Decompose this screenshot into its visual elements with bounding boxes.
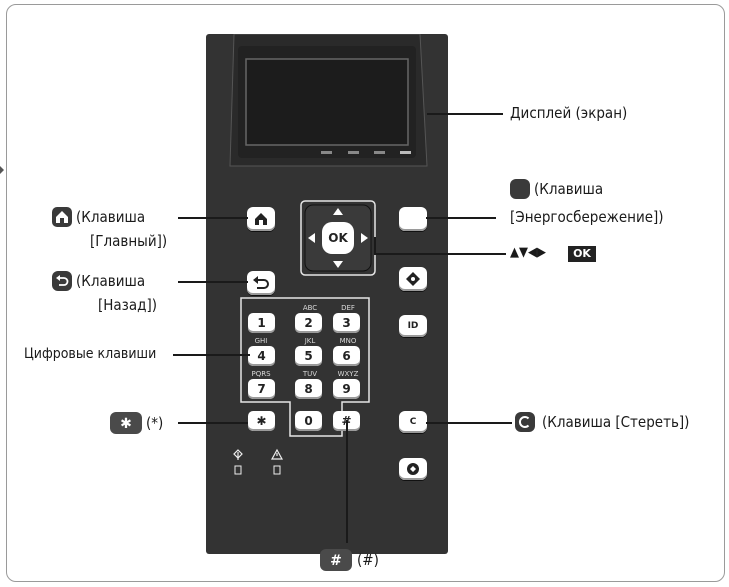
error-warning-icon [270,448,284,460]
energy-saver-key[interactable] [399,207,427,231]
key-3-letters: DEF [341,304,355,312]
nav-leader-line-v [374,237,376,254]
display-led-1 [321,151,332,154]
error-indicator-lamp [273,465,281,475]
clear-label: (Клавиша [Стереть]) [542,413,690,431]
side-marker-arrow [0,166,4,174]
diamond-icon [406,272,420,286]
key-0[interactable]: 0 [295,411,322,431]
display-led-2 [348,151,359,154]
menu-key[interactable] [399,267,427,291]
hash-leader-line [346,420,348,543]
key-6-letters: MNO [339,337,357,345]
clear-label-icon [515,412,535,432]
svg-text:#: # [330,553,342,569]
numeric-keypad-outline [240,297,370,437]
ok-key[interactable]: OK [328,231,348,245]
clear-leader-line [426,422,512,424]
display-assembly [229,34,428,167]
clear-key-label: C [409,417,417,427]
nav-right-arrow[interactable] [361,233,368,243]
home-label-line2: [Главный]) [90,232,168,250]
key-4[interactable]: 4 [248,346,275,366]
data-indicator-icon [233,449,243,460]
display-leader-line [427,113,503,115]
home-icon [56,211,68,223]
key-1[interactable]: 1 [248,313,275,333]
display-screen [245,58,409,146]
hash-label-icon: # [320,549,352,571]
stop-key[interactable] [399,458,427,480]
back-label-line2: [Назад]) [98,296,157,314]
energy-label-line1: (Клавиша [534,180,604,198]
key-3[interactable]: 3 [333,313,360,333]
ok-key-bg [322,222,354,254]
hash-icon: # [330,553,342,569]
c-icon [519,416,530,428]
data-indicator-lamp [234,465,242,475]
nav-leader-line [374,253,506,255]
energy-label-icon [510,179,530,199]
back-arrow-icon [253,276,269,289]
display-label: Дисплей (экран) [510,104,628,122]
star-leader-line [178,422,248,424]
key-8-letters: TUV [302,370,318,378]
star-label-icon: ✱ [110,412,142,434]
energy-leader-line [426,217,496,219]
hash-label: (#) [357,551,379,569]
back-key[interactable] [247,271,275,295]
nav-left-arrow[interactable] [308,233,315,243]
numeric-keys-label: Цифровые клавиши [24,346,157,362]
nav-ok-label: OK [568,246,596,262]
key-6[interactable]: 6 [333,346,360,366]
back-label-line1: (Клавиша [76,272,146,290]
back-label-icon [52,271,72,291]
key-5-letters: JKL [304,337,316,345]
svg-text:✱: ✱ [120,416,132,432]
home-key[interactable] [247,207,275,231]
indicators [233,448,284,475]
key-5[interactable]: 5 [295,346,322,366]
home-label-line1: (Клавиша [76,208,146,226]
home-leader-line [178,217,248,219]
figure-frame [6,4,725,582]
asterisk-icon: ✱ [120,416,132,432]
id-key[interactable]: ID [399,315,427,337]
key-9-letters: WXYZ [337,370,359,378]
key-2[interactable]: 2 [295,313,322,333]
key-2-letters: ABC [302,304,318,312]
nav-up-arrow[interactable] [333,208,343,215]
key-8[interactable]: 8 [295,379,322,399]
key-7-letters: PQRS [251,370,271,378]
star-label: (*) [146,414,164,432]
key-4-letters: GHI [254,337,268,345]
back-arrow-icon [56,275,69,286]
nav-arrows-label: ▲▼◀▶ [510,245,546,260]
stop-icon [407,463,419,475]
id-key-label: ID [407,321,419,331]
energy-label-line2: [Энергосбережение]) [510,208,664,226]
key-9[interactable]: 9 [333,379,360,399]
clear-key[interactable]: C [399,411,427,433]
key-star[interactable]: ✱ [248,411,275,431]
key-7[interactable]: 7 [248,379,275,399]
back-leader-line [178,281,248,283]
nav-down-arrow[interactable] [333,261,343,268]
home-icon [255,213,267,225]
home-label-icon [52,207,72,227]
control-panel: ID C OK ABC DEF 1 2 3 GHI JKL MNO 4 5 6 [206,34,448,554]
numeric-leader-line [173,354,250,356]
crescent-moon-icon [516,183,522,195]
display-led-3 [374,151,385,154]
display-led-4 [400,151,411,154]
